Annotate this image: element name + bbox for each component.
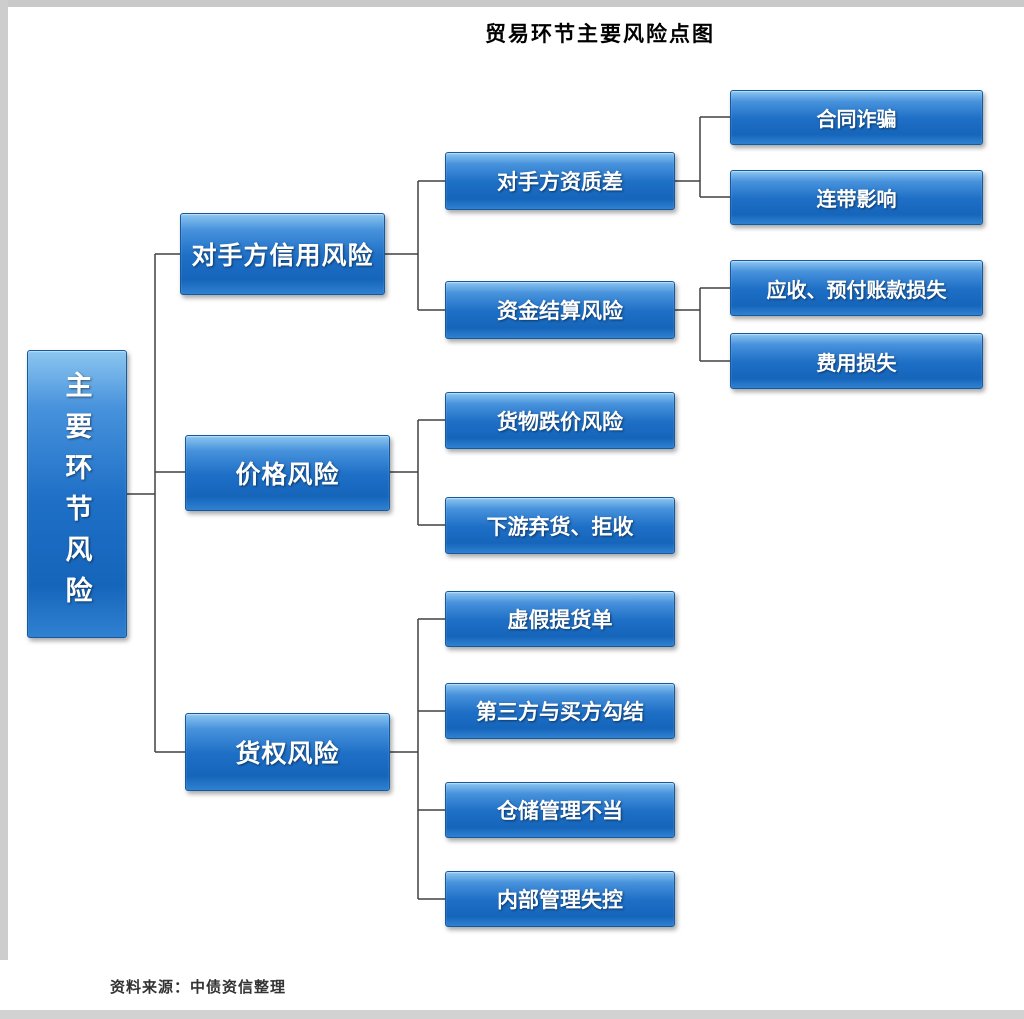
node-label: 第三方与买方勾结 bbox=[476, 701, 644, 724]
scan-edge-left bbox=[0, 0, 8, 960]
connector-price-to-children bbox=[390, 419, 445, 526]
node-label: 合同诈骗 bbox=[816, 109, 897, 131]
node-counterparty-credit-risk: 对手方信用风险 bbox=[180, 213, 385, 295]
node-joint-liability-impact: 连带影响 bbox=[730, 170, 983, 225]
connector-settlement-to-children bbox=[675, 287, 730, 362]
node-label: 对手方信用风险 bbox=[191, 242, 374, 270]
node-label: 连带影响 bbox=[816, 189, 897, 211]
node-fake-delivery-order: 虚假提货单 bbox=[445, 591, 675, 647]
node-label: 虚假提货单 bbox=[507, 609, 613, 632]
node-label: 内部管理失控 bbox=[497, 889, 623, 912]
node-receivable-prepayment-loss: 应收、预付账款损失 bbox=[730, 260, 983, 316]
node-root-main-risks: 主要环节风险 bbox=[27, 350, 127, 638]
node-goods-price-drop-risk: 货物跌价风险 bbox=[445, 392, 675, 449]
node-label: 货物跌价风险 bbox=[497, 410, 623, 434]
node-label: 仓储管理不当 bbox=[497, 800, 623, 823]
node-label: 下游弃货、拒收 bbox=[486, 515, 634, 539]
diagram-title: 贸易环节主要风险点图 bbox=[485, 23, 715, 46]
node-label: 费用损失 bbox=[816, 352, 897, 375]
node-expense-loss: 费用损失 bbox=[730, 333, 983, 389]
node-label: 货权风险 bbox=[235, 740, 340, 768]
connector-qualification-to-children bbox=[675, 116, 730, 198]
node-downstream-rejection: 下游弃货、拒收 bbox=[445, 497, 675, 554]
node-label: 价格风险 bbox=[235, 461, 340, 489]
connector-cargo-to-children bbox=[390, 618, 445, 900]
node-label: 应收、预付账款损失 bbox=[766, 279, 947, 302]
node-label: 资金结算风险 bbox=[497, 300, 623, 323]
node-internal-control-failure: 内部管理失控 bbox=[445, 871, 675, 927]
scan-edge-top bbox=[0, 0, 1024, 7]
node-root-label: 主要环节风险 bbox=[61, 371, 92, 617]
node-fund-settlement-risk: 资金结算风险 bbox=[445, 281, 675, 339]
node-contract-fraud: 合同诈骗 bbox=[730, 90, 983, 145]
node-cargo-rights-risk: 货权风险 bbox=[185, 713, 390, 791]
connector-root-to-branches bbox=[127, 253, 185, 753]
connector-counterparty-to-children bbox=[385, 180, 445, 311]
node-price-risk: 价格风险 bbox=[185, 435, 390, 511]
node-warehouse-mismanagement: 仓储管理不当 bbox=[445, 782, 675, 838]
node-third-party-buyer-collusion: 第三方与买方勾结 bbox=[445, 683, 675, 739]
source-note: 资料来源：中债资信整理 bbox=[110, 979, 287, 996]
node-label: 对手方资质差 bbox=[497, 171, 623, 194]
scan-edge-bottom bbox=[0, 1010, 1024, 1019]
node-counterparty-poor-qualification: 对手方资质差 bbox=[445, 152, 675, 210]
